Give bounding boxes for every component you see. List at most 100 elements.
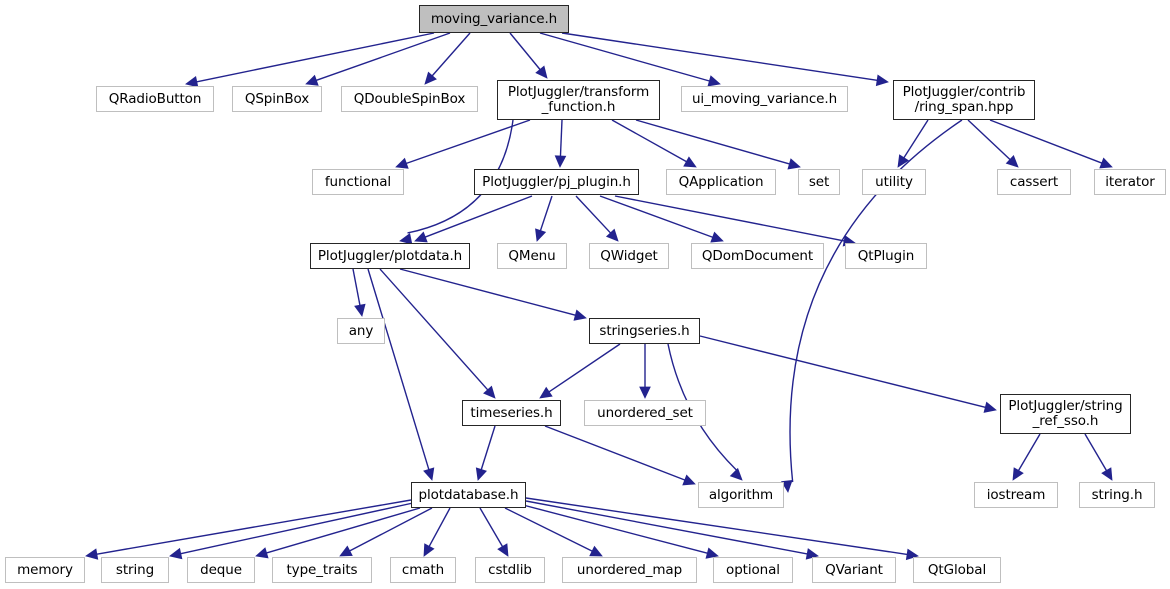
graph-node-unordered_map[interactable]: unordered_map — [562, 557, 697, 583]
graph-node-unordered_set[interactable]: unordered_set — [584, 400, 706, 426]
graph-node-optional[interactable]: optional — [713, 557, 793, 583]
graph-node-qmenu[interactable]: QMenu — [497, 243, 567, 269]
graph-edge-arrowhead — [414, 231, 428, 243]
graph-edge-arrowhead — [85, 548, 99, 560]
graph-node-label: QVariant — [825, 561, 883, 578]
graph-node-qwidget[interactable]: QWidget — [589, 243, 669, 269]
graph-edge-arrowhead — [339, 545, 353, 557]
graph-node-cmath[interactable]: cmath — [390, 557, 456, 583]
graph-edge — [522, 504, 708, 554]
graph-edge — [611, 119, 687, 163]
graph-edge — [1017, 433, 1041, 471]
graph-node-qapplication[interactable]: QApplication — [666, 169, 776, 195]
graph-edge-arrowhead — [705, 547, 719, 559]
graph-edge — [699, 335, 986, 409]
graph-node-plotdatabase[interactable]: plotdatabase.h — [411, 482, 526, 508]
graph-node-cstdlib[interactable]: cstdlib — [475, 557, 545, 583]
graph-node-qvariant[interactable]: QVariant — [812, 557, 896, 583]
graph-edge-arrowhead — [983, 401, 997, 413]
graph-edge — [379, 268, 489, 391]
graph-node-qdomdocument[interactable]: QDomDocument — [691, 243, 824, 269]
graph-edge-arrowhead — [539, 386, 553, 399]
graph-node-label: any — [348, 322, 374, 339]
graph-node-functional[interactable]: functional — [312, 169, 404, 195]
graph-edge — [559, 119, 563, 157]
graph-node-deque[interactable]: deque — [187, 557, 255, 583]
graph-edge-arrowhead — [1099, 157, 1113, 169]
graph-node-cassert[interactable]: cassert — [997, 169, 1071, 195]
graph-node-label: QtGlobal — [927, 561, 987, 578]
graph-node-any[interactable]: any — [337, 318, 385, 344]
graph-node-timeseries[interactable]: timeseries.h — [462, 400, 561, 426]
graph-node-qradiobutton[interactable]: QRadioButton — [96, 86, 214, 112]
graph-node-string_ref_sso[interactable]: PlotJuggler/string _ref_sso.h — [1000, 394, 1131, 434]
graph-node-label: plotdatabase.h — [418, 486, 519, 503]
graph-edge — [614, 195, 845, 242]
graph-edge-arrowhead — [423, 467, 435, 481]
graph-node-label: PlotJuggler/plotdata.h — [317, 247, 463, 264]
graph-edge-arrowhead — [535, 228, 547, 242]
graph-node-label: QApplication — [678, 173, 764, 190]
graph-node-moving_variance[interactable]: moving_variance.h — [419, 5, 569, 33]
graph-edge — [180, 502, 414, 555]
graph-edge — [544, 425, 685, 481]
graph-node-type_traits[interactable]: type_traits — [272, 557, 372, 583]
graph-node-label: cmath — [401, 561, 445, 578]
graph-edge — [504, 507, 593, 552]
graph-node-string_h[interactable]: string.h — [1079, 482, 1155, 508]
graph-node-label: deque — [200, 561, 242, 578]
graph-node-qtglobal[interactable]: QtGlobal — [913, 557, 1001, 583]
graph-node-label: cassert — [1009, 173, 1059, 190]
graph-node-label: PlotJuggler/string _ref_sso.h — [1008, 398, 1123, 429]
graph-node-label: cstdlib — [488, 561, 532, 578]
graph-edge — [561, 32, 878, 82]
graph-edge — [316, 32, 451, 81]
graph-node-label: string — [115, 561, 155, 578]
graph-edge-arrowhead — [497, 543, 509, 557]
graph-edge — [989, 119, 1102, 164]
graph-edge — [635, 119, 790, 165]
graph-node-stringseries[interactable]: stringseries.h — [589, 318, 700, 344]
graph-edge-arrowhead — [255, 547, 269, 559]
graph-node-plotdata[interactable]: PlotJuggler/plotdata.h — [310, 243, 470, 269]
graph-node-label: QDoubleSpinBox — [353, 90, 466, 107]
graph-node-label: QSpinBox — [244, 90, 310, 107]
graph-node-iostream[interactable]: iostream — [974, 482, 1058, 508]
graph-node-label: unordered_map — [576, 561, 683, 578]
graph-edge-arrowhead — [781, 480, 793, 493]
graph-node-label: set — [808, 173, 830, 190]
graph-node-set[interactable]: set — [798, 169, 840, 195]
graph-node-algorithm[interactable]: algorithm — [698, 482, 784, 508]
graph-edge-arrowhead — [707, 75, 721, 87]
graph-edge — [407, 119, 514, 234]
graph-node-pj_plugin[interactable]: PlotJuggler/pj_plugin.h — [474, 169, 639, 195]
graph-edge — [1084, 433, 1108, 471]
graph-node-ring_span[interactable]: PlotJuggler/contrib /ring_span.hpp — [893, 80, 1035, 120]
graph-node-label: stringseries.h — [599, 322, 690, 339]
graph-edge — [599, 195, 713, 238]
graph-node-iterator[interactable]: iterator — [1094, 169, 1166, 195]
graph-edge — [525, 500, 808, 555]
graph-node-utility[interactable]: utility — [862, 169, 926, 195]
graph-edge-arrowhead — [710, 231, 724, 243]
graph-edge-arrowhead — [483, 385, 496, 399]
graph-edge-arrowhead — [305, 74, 319, 86]
graph-edge-arrowhead — [729, 467, 743, 481]
graph-node-memory[interactable]: memory — [5, 557, 85, 583]
graph-node-label: QWidget — [600, 247, 658, 264]
graph-node-label: PlotJuggler/transform _function.h — [507, 84, 650, 115]
graph-node-label: ui_moving_variance.h — [691, 90, 838, 107]
graph-edge — [539, 32, 710, 82]
graph-node-qtplugin[interactable]: QtPlugin — [845, 243, 927, 269]
graph-node-ui_moving_variance[interactable]: ui_moving_variance.h — [681, 86, 848, 112]
graph-node-label: optional — [726, 561, 780, 578]
graph-node-qdoublespinbox[interactable]: QDoubleSpinBox — [341, 86, 478, 112]
graph-edge — [431, 32, 471, 77]
graph-node-qspinbox[interactable]: QSpinBox — [232, 86, 322, 112]
graph-node-label: unordered_set — [597, 404, 693, 421]
graph-edge-arrowhead — [875, 74, 889, 87]
graph-node-string[interactable]: string — [101, 557, 169, 583]
graph-edge — [480, 425, 496, 470]
graph-node-transform_function[interactable]: PlotJuggler/transform _function.h — [497, 80, 660, 120]
graph-edge-arrowhead — [639, 386, 651, 399]
